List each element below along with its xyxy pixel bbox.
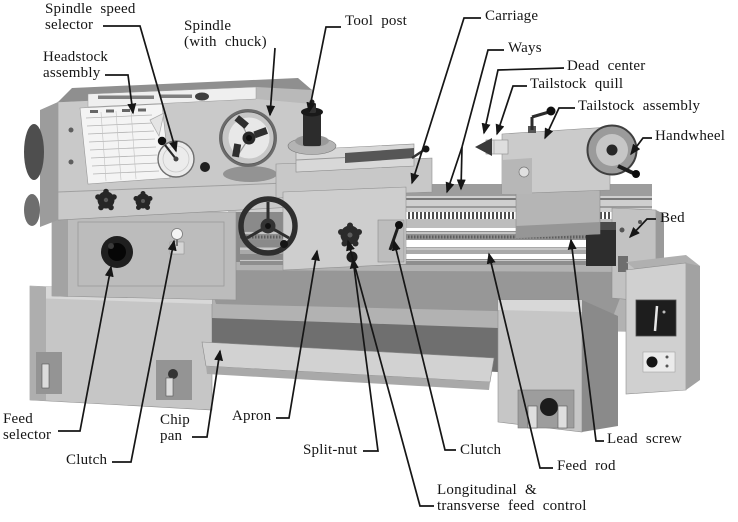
- leader-bed: [628, 218, 656, 239]
- leader-spindle-with-chuck: [266, 47, 276, 117]
- clutch-lever-right: [388, 226, 400, 251]
- headstock: [24, 78, 313, 227]
- label-split-nut: Split-nut: [303, 442, 358, 458]
- leader-feed-selector: [58, 265, 114, 432]
- label-feed-rod: Feed rod: [557, 458, 616, 474]
- leader-dead-center: [481, 67, 565, 135]
- leader-lead-screw: [567, 238, 604, 442]
- label-bed: Bed: [660, 210, 685, 226]
- label-tool-post: Tool post: [345, 13, 408, 29]
- lathe-machine: [24, 78, 700, 433]
- leader-tailstock-quill: [495, 85, 527, 136]
- label-clutch-left: Clutch: [66, 452, 108, 468]
- label-tailstock-quill: Tailstock quill: [530, 76, 624, 92]
- dead-center: [475, 138, 492, 156]
- clutch-lever: [171, 228, 183, 240]
- leader-longitudinal-transverse-feed-control: [346, 239, 434, 507]
- label-longitudinal-transverse-feed-control: Longitudinal & transverse feed control: [437, 482, 587, 514]
- label-tailstock-assembly: Tailstock assembly: [578, 98, 701, 114]
- apron: [238, 186, 407, 271]
- label-spindle-with-chuck: Spindle (with chuck): [184, 18, 267, 50]
- label-ways: Ways: [508, 40, 542, 56]
- apron-handwheel: [238, 196, 298, 256]
- electrical-box: [625, 255, 700, 395]
- leader-ways-a: [445, 49, 504, 194]
- label-headstock-assembly: Headstock assembly: [43, 49, 109, 81]
- leader-spindle-speed-selector: [103, 25, 178, 153]
- leader-carriage: [410, 17, 481, 185]
- power-knob: [646, 356, 658, 368]
- leader-split-nut: [349, 257, 379, 452]
- label-carriage: Carriage: [485, 8, 539, 24]
- leader-feed-rod: [486, 252, 553, 469]
- spindle-speed-selector-dial: [157, 136, 210, 178]
- chip-pan: [201, 318, 498, 390]
- leader-tailstock-assembly: [544, 107, 575, 140]
- tailstock: [475, 106, 640, 239]
- label-handwheel: Handwheel: [655, 128, 726, 144]
- label-feed-selector: Feed selector: [3, 411, 52, 443]
- leader-lines: [58, 17, 656, 507]
- leader-headstock-assembly: [105, 74, 137, 115]
- leader-apron: [276, 249, 320, 419]
- headstock-knob: [133, 191, 153, 210]
- base: [29, 262, 642, 433]
- speed-chart-plate: [79, 103, 171, 185]
- label-clutch-right: Clutch: [460, 442, 502, 458]
- carriage: [238, 99, 433, 271]
- leader-chip-pan: [192, 349, 224, 438]
- chuck: [219, 109, 277, 182]
- label-apron: Apron: [232, 408, 272, 424]
- leader-clutch-left: [112, 239, 177, 463]
- label-dead-center: Dead center: [567, 58, 646, 74]
- headstock-knob: [95, 188, 117, 211]
- leader-ways-b: [456, 146, 466, 191]
- leader-tool-post: [306, 26, 341, 114]
- leader-handwheel: [630, 137, 652, 156]
- label-chip-pan: Chip pan: [160, 412, 190, 444]
- feed-gearbox-cabinet: [51, 211, 237, 301]
- label-spindle-speed-selector: Spindle speed selector: [45, 1, 136, 33]
- label-lead-screw: Lead screw: [607, 431, 682, 447]
- tailstock-handwheel: [586, 124, 640, 178]
- leader-clutch-right: [391, 239, 456, 451]
